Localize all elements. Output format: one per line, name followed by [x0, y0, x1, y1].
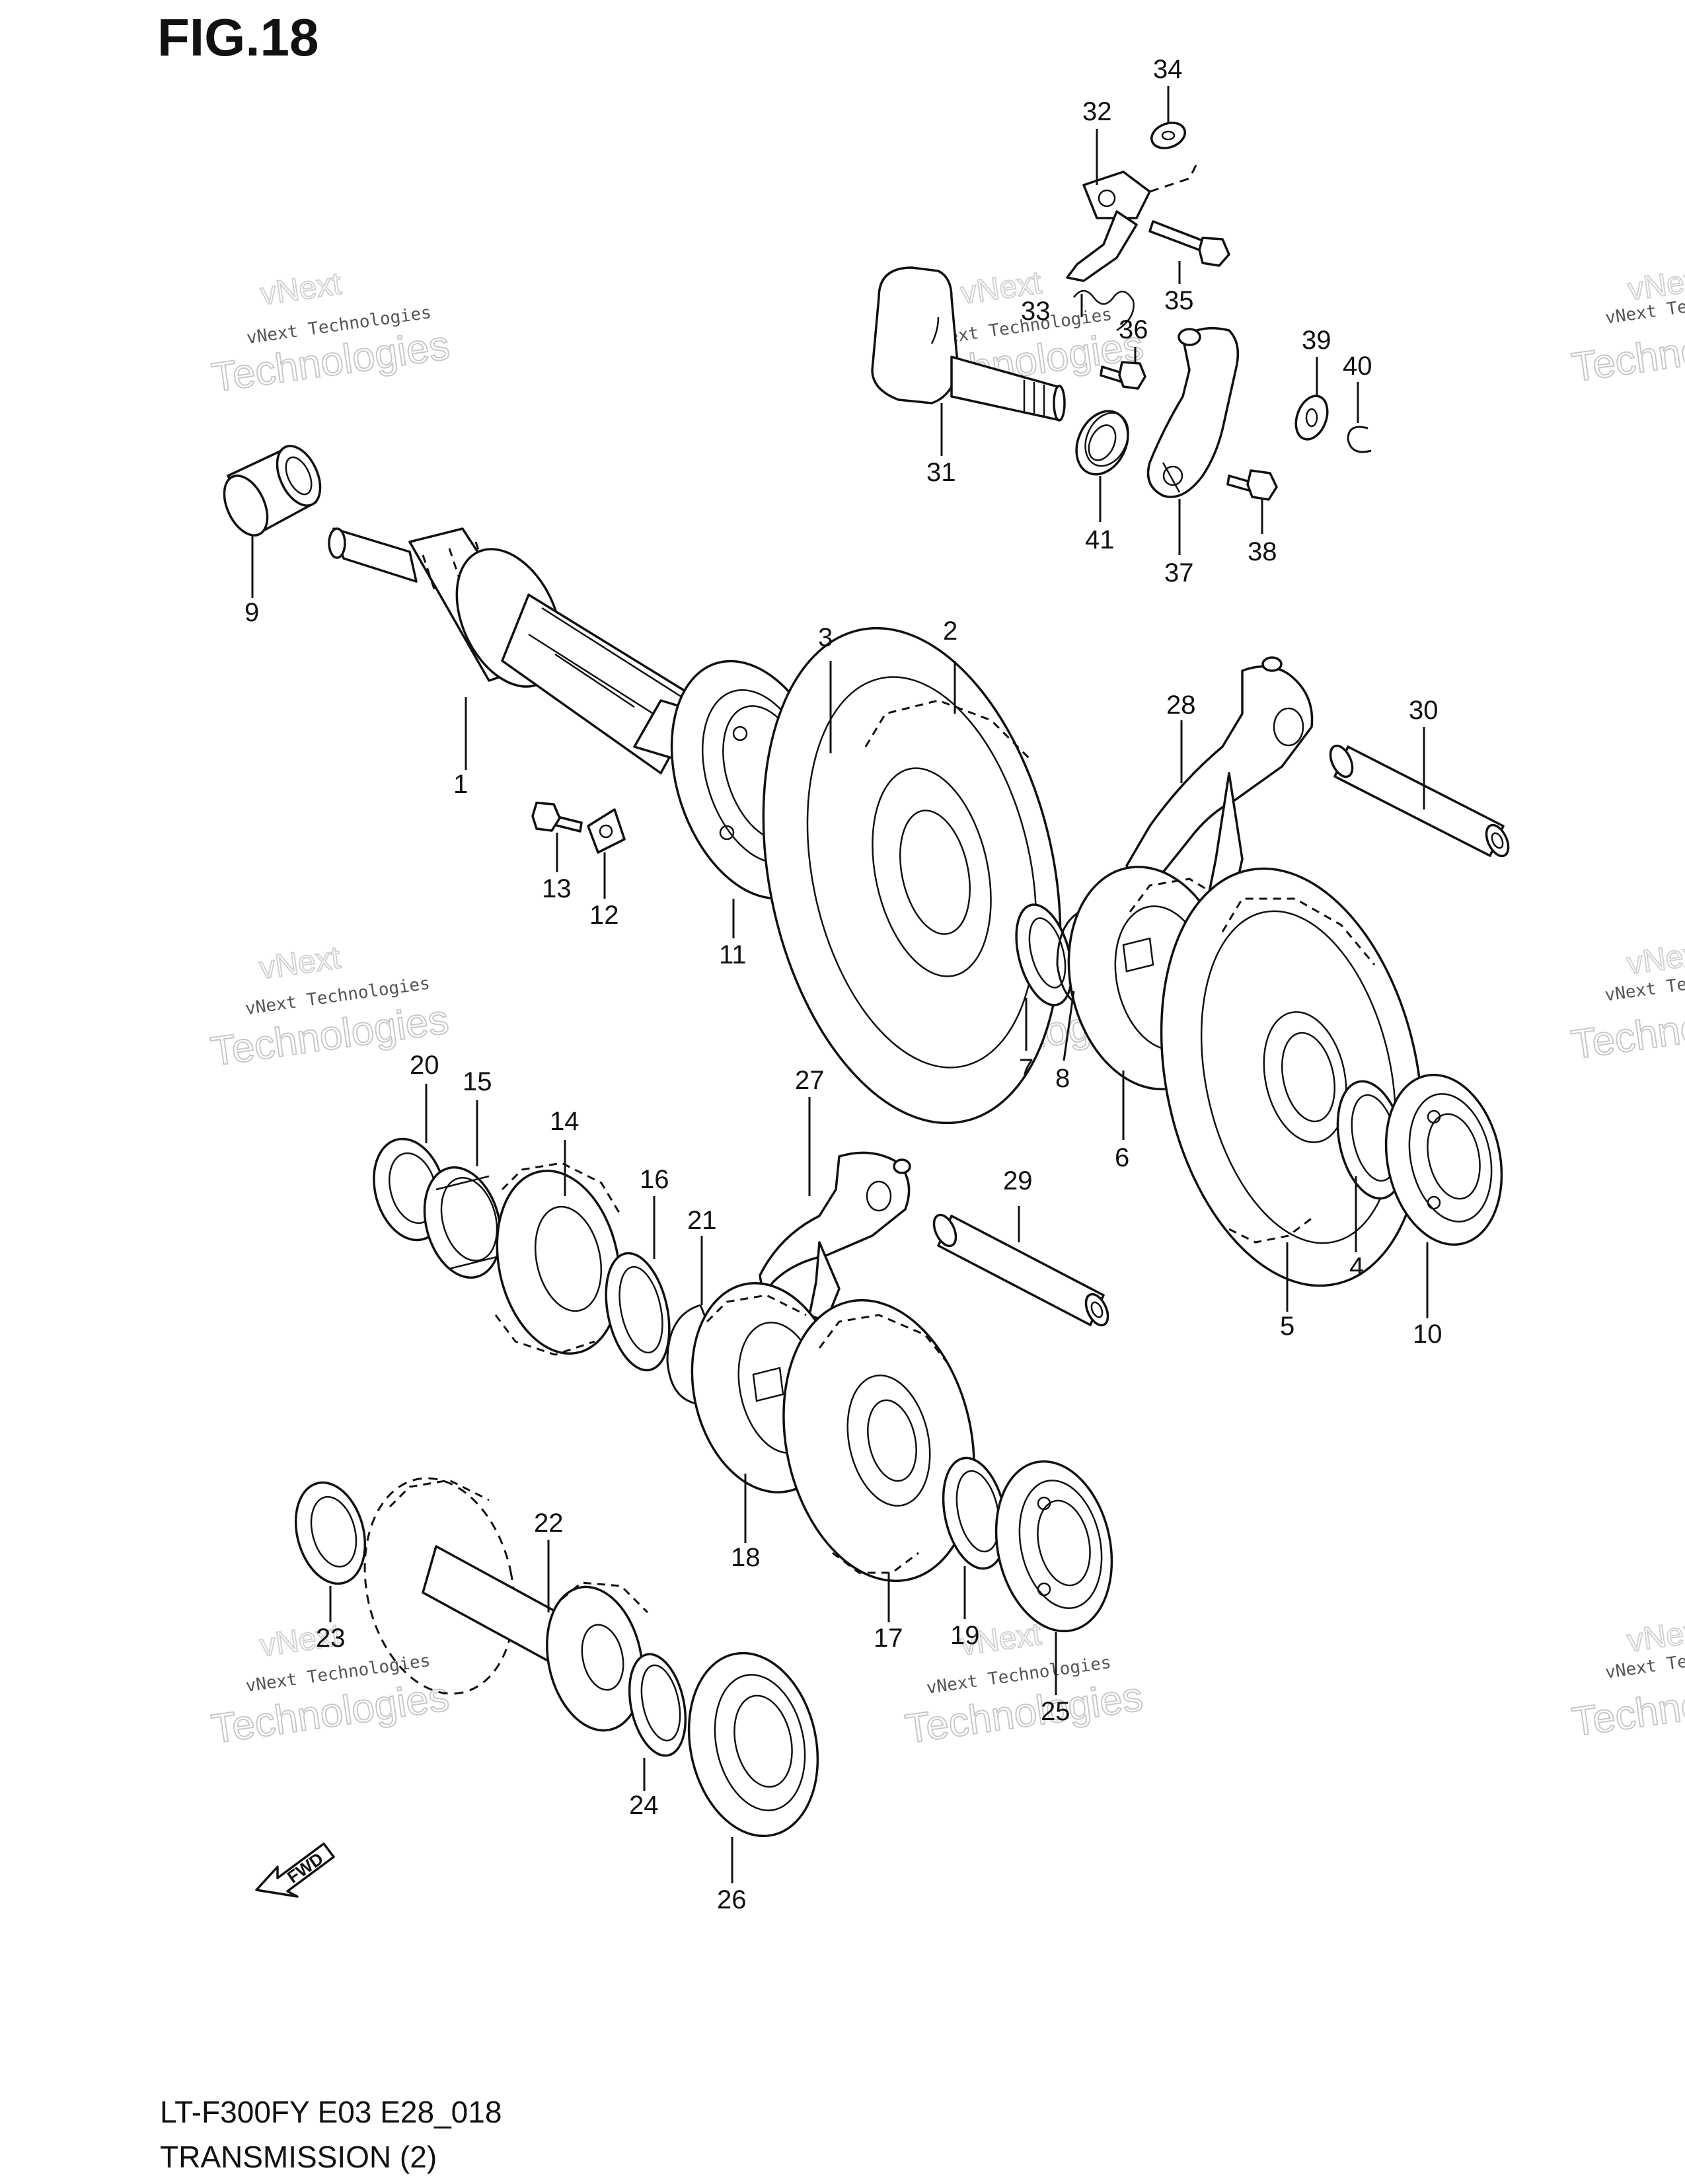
part-1-countershaft — [328, 527, 728, 774]
part-41-oil-seal — [1075, 410, 1129, 476]
callout-14: 14 — [550, 1107, 580, 1136]
svg-text:vNext: vNext — [1626, 1613, 1685, 1659]
callout-34: 34 — [1153, 55, 1183, 84]
watermark-low-right: vNext vNext Technologies Technologies — [1569, 1612, 1685, 1746]
callout-17: 17 — [874, 1624, 903, 1653]
watermark-mid-right: vNext vNext Technologies Technologies — [1568, 935, 1685, 1069]
section-title: TRANSMISSION (2) — [160, 2140, 437, 2174]
part-32-gearshift-arm — [1066, 165, 1197, 282]
svg-text:vNext: vNext — [258, 266, 344, 313]
callout-23: 23 — [316, 1624, 346, 1653]
part-2-countershaft-driven-gear — [762, 626, 1062, 1125]
callout-16: 16 — [640, 1165, 669, 1194]
callout-38: 38 — [1248, 537, 1277, 566]
callout-29: 29 — [1003, 1166, 1033, 1195]
watermark-top-left: vNext vNext Technologies Technologies — [209, 266, 453, 402]
callout-28: 28 — [1166, 691, 1196, 720]
callout-26: 26 — [717, 1885, 747, 1914]
callout-39: 39 — [1302, 326, 1331, 355]
callout-33: 33 — [1021, 297, 1051, 326]
svg-text:vNext: vNext — [257, 940, 342, 987]
callout-8: 8 — [1055, 1064, 1070, 1093]
part-22-driveshaft — [363, 1477, 649, 1732]
part-24-washer — [628, 1653, 687, 1757]
callout-12: 12 — [589, 901, 619, 930]
callout-11: 11 — [719, 940, 747, 969]
callout-18: 18 — [731, 1543, 761, 1572]
callout-4: 4 — [1349, 1252, 1364, 1281]
fwd-arrow-icon: FWD — [255, 1842, 335, 1898]
part-34-washer — [1150, 122, 1186, 149]
callout-2: 2 — [943, 617, 957, 646]
part-14-gear — [494, 1162, 622, 1356]
callout-1: 1 — [453, 770, 468, 799]
callout-7: 7 — [1019, 1054, 1033, 1083]
callout-labels: 1 2 3 4 5 6 7 8 9 10 11 12 13 14 15 16 1… — [244, 55, 1442, 1914]
part-36-bolt — [1100, 361, 1146, 390]
part-17-gear — [782, 1299, 975, 1583]
callout-21: 21 — [687, 1206, 717, 1235]
callout-5: 5 — [1280, 1312, 1294, 1341]
part-26-bearing — [687, 1651, 819, 1838]
callout-30: 30 — [1409, 696, 1439, 725]
part-35-bolt — [1148, 220, 1230, 267]
callout-20: 20 — [410, 1051, 439, 1080]
svg-text:vNext: vNext — [1625, 936, 1685, 982]
leader-lines — [251, 86, 1429, 1883]
part-23-washer — [294, 1481, 367, 1585]
part-27-shift-fork — [759, 1151, 911, 1323]
callout-41: 41 — [1085, 525, 1115, 554]
callout-27: 27 — [795, 1066, 825, 1095]
model-code: LT-F300FY E03 E28_018 — [160, 2095, 502, 2129]
part-31-gearshift-shaft — [871, 266, 1066, 422]
part-13-bolt — [531, 802, 583, 833]
part-38-bolt — [1226, 469, 1278, 501]
part-30-fork-shaft — [1329, 744, 1510, 858]
callout-25: 25 — [1041, 1697, 1070, 1726]
part-25-bearing — [994, 1460, 1113, 1633]
callout-37: 37 — [1164, 558, 1194, 587]
callout-40: 40 — [1343, 352, 1372, 381]
figure-title: FIG.18 — [157, 8, 319, 67]
part-33-spring — [1073, 289, 1135, 332]
watermark-top-right: vNext vNext Technologies Technologies — [1569, 261, 1685, 391]
part-29-fork-shaft — [932, 1213, 1109, 1327]
part-12-bearing-retainer — [587, 808, 626, 854]
callout-9: 9 — [244, 598, 259, 627]
callout-35: 35 — [1164, 286, 1194, 315]
callout-31: 31 — [926, 458, 956, 487]
callout-24: 24 — [629, 1791, 659, 1820]
callout-3: 3 — [818, 623, 833, 652]
part-40-circlip — [1347, 426, 1372, 453]
part-37-cam-driven-lever — [1146, 326, 1240, 498]
part-39-washer — [1294, 395, 1329, 441]
part-10-bearing — [1384, 1073, 1503, 1246]
callout-10: 10 — [1413, 1320, 1442, 1349]
part-15-bushing — [423, 1166, 503, 1279]
callout-36: 36 — [1119, 315, 1148, 344]
callout-19: 19 — [950, 1621, 980, 1650]
callout-32: 32 — [1082, 97, 1112, 126]
callout-22: 22 — [534, 1509, 564, 1538]
callout-13: 13 — [542, 874, 572, 903]
part-16-washer — [605, 1252, 671, 1372]
part-9-needle-bearing — [223, 445, 322, 537]
part-7-washer — [1015, 903, 1073, 1006]
callout-6: 6 — [1115, 1143, 1129, 1172]
watermark-low-center: vNext vNext Technologies Technologies — [902, 1616, 1146, 1752]
callout-15: 15 — [463, 1067, 492, 1096]
